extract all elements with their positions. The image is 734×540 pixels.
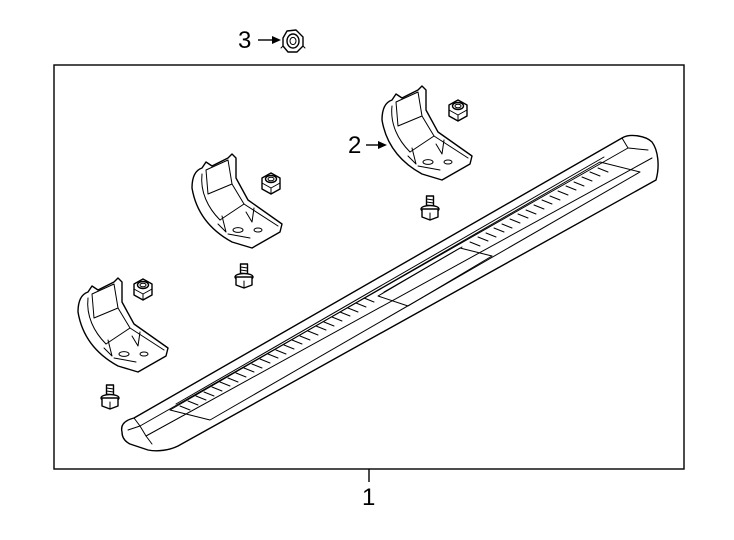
mounting-bracket-rear (77, 277, 169, 373)
mounting-bracket-middle (191, 153, 283, 249)
callout-2-label: 2 (348, 132, 361, 159)
flange-nut-part-3 (280, 29, 306, 53)
tread-slots-left (179, 297, 375, 411)
running-board-part-1 (120, 134, 659, 452)
callout-1-label: 1 (362, 484, 375, 511)
callout-2-arrowhead (378, 141, 387, 149)
tread-slots-right (469, 167, 609, 247)
diagram-frame (53, 64, 685, 470)
callout-3-label: 3 (238, 27, 251, 54)
stud-bolt-middle (234, 263, 254, 289)
stud-bolt-rear (100, 384, 120, 410)
hex-nut-front (448, 99, 468, 122)
callout-3-arrowhead (272, 36, 281, 44)
stud-bolt-front (420, 195, 440, 221)
hex-nut-rear (133, 278, 153, 301)
hex-nut-middle (261, 172, 281, 195)
